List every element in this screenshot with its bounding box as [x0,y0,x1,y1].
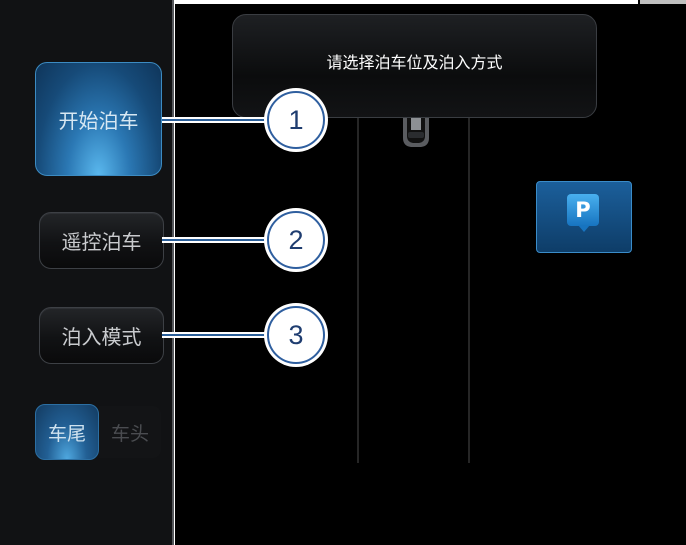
callout-connector-2 [162,237,267,243]
callout-connector-3 [162,332,267,338]
direction-toggle: 车尾 车头 [35,404,161,460]
parking-mode-button[interactable]: 泊入模式 [39,307,164,364]
parking-spot-button[interactable]: P [536,181,632,253]
prompt-text: 请选择泊车位及泊入方式 [326,53,503,72]
lane-line-right [468,118,470,463]
rear-label: 车尾 [47,422,86,445]
toggle-rear-option[interactable]: 车尾 [35,404,99,460]
remote-parking-button[interactable]: 遥控泊车 [39,212,164,269]
callout-marker-1: 1 [267,91,325,149]
callout-number-2: 2 [288,224,304,255]
parking-letter: P [575,198,591,222]
callout-marker-3: 3 [267,306,325,364]
lane-line-left [357,118,359,463]
parking-sign-icon: P [567,194,599,226]
top-strip-gray [640,0,686,4]
front-label: 车头 [110,422,149,445]
callout-number-1: 1 [288,104,304,135]
callout-connector-1 [162,117,267,123]
start-parking-label: 开始泊车 [58,108,139,133]
callout-marker-2: 2 [267,211,325,269]
callout-number-3: 3 [288,319,304,350]
parking-mode-label: 泊入模式 [61,325,142,349]
car-top-view-icon [403,116,429,147]
start-parking-button[interactable]: 开始泊车 [35,62,162,176]
remote-parking-label: 遥控泊车 [61,230,142,254]
top-strip [175,0,638,4]
toggle-front-option[interactable]: 车头 [99,406,161,458]
instruction-prompt: 请选择泊车位及泊入方式 [232,14,597,118]
parking-pin-tail [578,225,590,232]
